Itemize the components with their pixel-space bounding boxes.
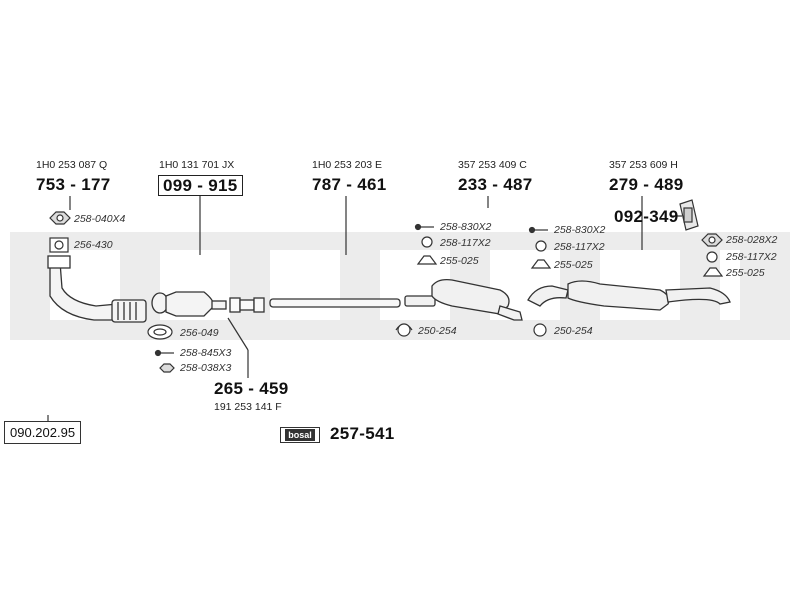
accessory-label[interactable]: 250-254 (418, 325, 457, 337)
bracket-icon (416, 255, 438, 265)
accessory-label[interactable]: 255-025 (554, 259, 593, 271)
kit-badge: bosal (280, 427, 320, 443)
accessory-label[interactable]: 255-025 (726, 267, 765, 279)
rear-silencer-icon (527, 280, 731, 311)
accessory-label[interactable]: 258-117X2 (726, 251, 777, 263)
accessory-label[interactable]: 250-254 (554, 325, 593, 337)
accessory-label[interactable]: 258-028X2 (726, 234, 778, 246)
part-5-oem-number: 357 253 609 H (609, 159, 678, 171)
part-4-number[interactable]: 233 - 487 (458, 175, 533, 194)
rubber-mount-icon (679, 199, 699, 231)
part-6-number[interactable]: 265 - 459 (214, 379, 289, 398)
accessory-label[interactable]: 256-049 (180, 327, 219, 339)
accessory-label[interactable]: 258-830X2 (440, 221, 492, 233)
part-6-oem-number: 191 253 141 F (214, 401, 282, 413)
accessory-label[interactable]: 258-117X2 (440, 237, 491, 249)
part-3-oem-number: 1H0 253 203 E (312, 159, 383, 171)
watermark-logo (10, 232, 790, 340)
part-1-number[interactable]: 753 - 177 (36, 175, 111, 194)
bolt-icon (528, 226, 548, 234)
bracket-icon (702, 267, 724, 277)
accessory-label[interactable]: 256-430 (74, 239, 113, 251)
part-1-oem-number: 1H0 253 087 Q (36, 159, 108, 171)
middle-pipe-icon (269, 298, 401, 308)
accessory-label[interactable]: 258-117X2 (554, 241, 605, 253)
washer-icon (421, 236, 433, 248)
accessory-label[interactable]: 258-038X3 (180, 362, 232, 374)
washer-icon (535, 240, 547, 252)
pipe-clamp-icon (229, 297, 265, 313)
accessory-label[interactable]: 258-040X4 (74, 213, 126, 225)
kit-number[interactable]: 257-541 (330, 424, 395, 443)
kit-brand: bosal (285, 429, 315, 441)
catalytic-converter-icon (151, 291, 227, 317)
accessory-label[interactable]: 255-025 (440, 255, 479, 267)
part-3-number[interactable]: 787 - 461 (312, 175, 387, 194)
front-pipe-icon (47, 255, 147, 323)
clamp-ring-icon (533, 323, 547, 337)
mount-number[interactable]: 092-349 (614, 207, 679, 226)
reference-code: 090.202.95 (4, 421, 82, 444)
bracket-icon (530, 259, 552, 269)
leader-lines (47, 196, 682, 432)
part-2-oem-number: 1H0 131 701 JX (159, 159, 235, 171)
bolt-icon (414, 223, 434, 231)
part-2-number[interactable]: 099 - 915 (158, 175, 243, 196)
centre-silencer-icon (404, 278, 523, 321)
bolt-icon (154, 349, 174, 357)
washer-icon (706, 251, 718, 263)
part-4-oem-number: 357 253 409 C (458, 159, 527, 171)
accessory-label[interactable]: 258-845X3 (180, 347, 232, 359)
part-5-number[interactable]: 279 - 489 (609, 175, 684, 194)
accessory-label[interactable]: 258-830X2 (554, 224, 606, 236)
nut-icon (159, 363, 175, 373)
